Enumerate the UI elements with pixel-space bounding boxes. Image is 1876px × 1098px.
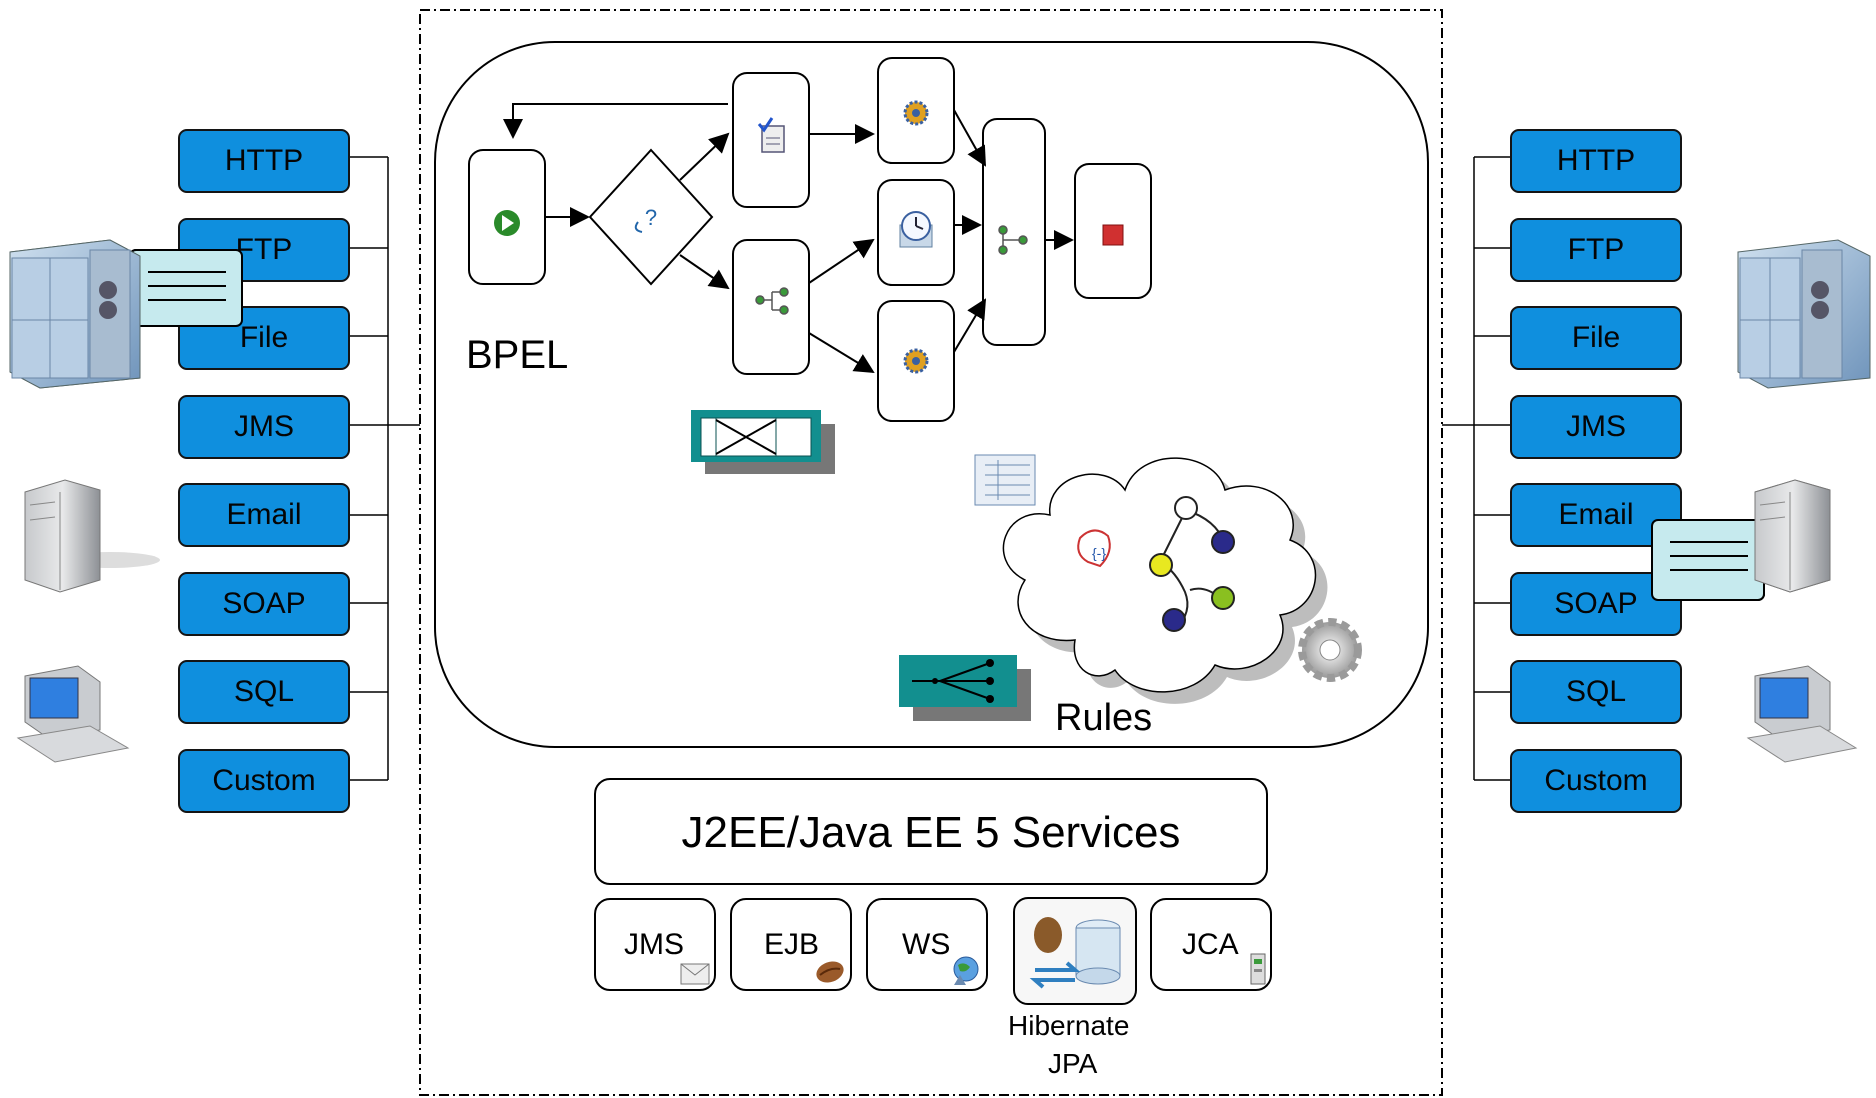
left-binding-email: Email <box>178 483 350 547</box>
right-binding-http: HTTP <box>1510 129 1682 193</box>
right-binding-soap: SOAP <box>1510 572 1682 636</box>
desktop-computer-icon-right <box>1746 665 1858 763</box>
grey-gear-icon <box>1298 618 1362 682</box>
stop-icon <box>1102 224 1124 246</box>
checklist-icon <box>757 117 785 153</box>
right-binding-file: File <box>1510 306 1682 370</box>
bpel-arrows <box>503 103 1074 374</box>
left-binding-custom: Custom <box>178 749 350 813</box>
router-icon <box>899 655 1031 721</box>
mainframe-server-icon-left <box>9 239 141 389</box>
svg-text:?: ? <box>645 205 657 230</box>
ws-service-label: WS <box>902 928 951 961</box>
mainframe-server-icon-right <box>1737 239 1871 389</box>
platform-title-box: J2EE/Java EE 5 Services <box>594 778 1268 885</box>
clock-icon <box>899 211 933 248</box>
left-binding-sql: SQL <box>178 660 350 724</box>
bpel-label: BPEL <box>466 333 569 377</box>
right-binding-ftp: FTP <box>1510 218 1682 282</box>
bean-icon <box>816 961 844 983</box>
transform-icon <box>691 410 835 474</box>
right-bracket <box>1442 156 1512 781</box>
tower-server-icon-left <box>24 479 160 593</box>
tower-server-icon-right <box>1754 479 1831 593</box>
right-binding-jms: JMS <box>1510 395 1682 459</box>
globe-icon <box>953 956 979 985</box>
envelope-icon <box>680 963 710 985</box>
jms-service: JMS <box>594 898 716 991</box>
table-icon <box>974 454 1036 506</box>
rules-cloud: {-} <box>1002 457 1328 704</box>
fork-node <box>732 239 810 375</box>
left-binding-jms: JMS <box>178 395 350 459</box>
rules-label: Rules <box>1055 697 1153 739</box>
right-binding-custom: Custom <box>1510 749 1682 813</box>
connector-icon <box>1250 953 1266 985</box>
gear-service-icon-2 <box>903 348 929 374</box>
left-binding-ftp: FTP <box>178 218 350 282</box>
jca-service: JCA <box>1150 898 1272 991</box>
question-icon: ? <box>634 205 657 233</box>
decision-node <box>588 148 714 286</box>
ws-service: WS <box>866 898 988 991</box>
svg-text:{-}: {-} <box>1092 545 1106 561</box>
jpa-label: JPA <box>1048 1048 1098 1079</box>
platform-title: J2EE/Java EE 5 Services <box>681 808 1181 857</box>
gear-service-icon-1 <box>903 100 929 126</box>
join-node <box>982 118 1046 346</box>
hibernate-label: Hibernate <box>1008 1010 1130 1041</box>
left-binding-soap: SOAP <box>178 572 350 636</box>
ejb-service: EJB <box>730 898 852 991</box>
rule-file-icon: {-} <box>1077 529 1111 568</box>
play-icon <box>494 210 520 236</box>
container-boundary <box>419 9 1443 1096</box>
join-icon <box>998 225 1028 255</box>
right-binding-email: Email <box>1510 483 1682 547</box>
right-binding-sql: SQL <box>1510 660 1682 724</box>
fork-icon <box>755 287 789 315</box>
jca-service-label: JCA <box>1182 928 1239 961</box>
desktop-computer-icon-left <box>16 665 130 763</box>
left-bracket <box>350 156 420 781</box>
ejb-service-label: EJB <box>764 928 820 961</box>
left-binding-file: File <box>178 306 350 370</box>
jms-service-label: JMS <box>624 928 684 961</box>
hibernate-jpa-icon <box>1013 897 1137 1005</box>
left-binding-http: HTTP <box>178 129 350 193</box>
